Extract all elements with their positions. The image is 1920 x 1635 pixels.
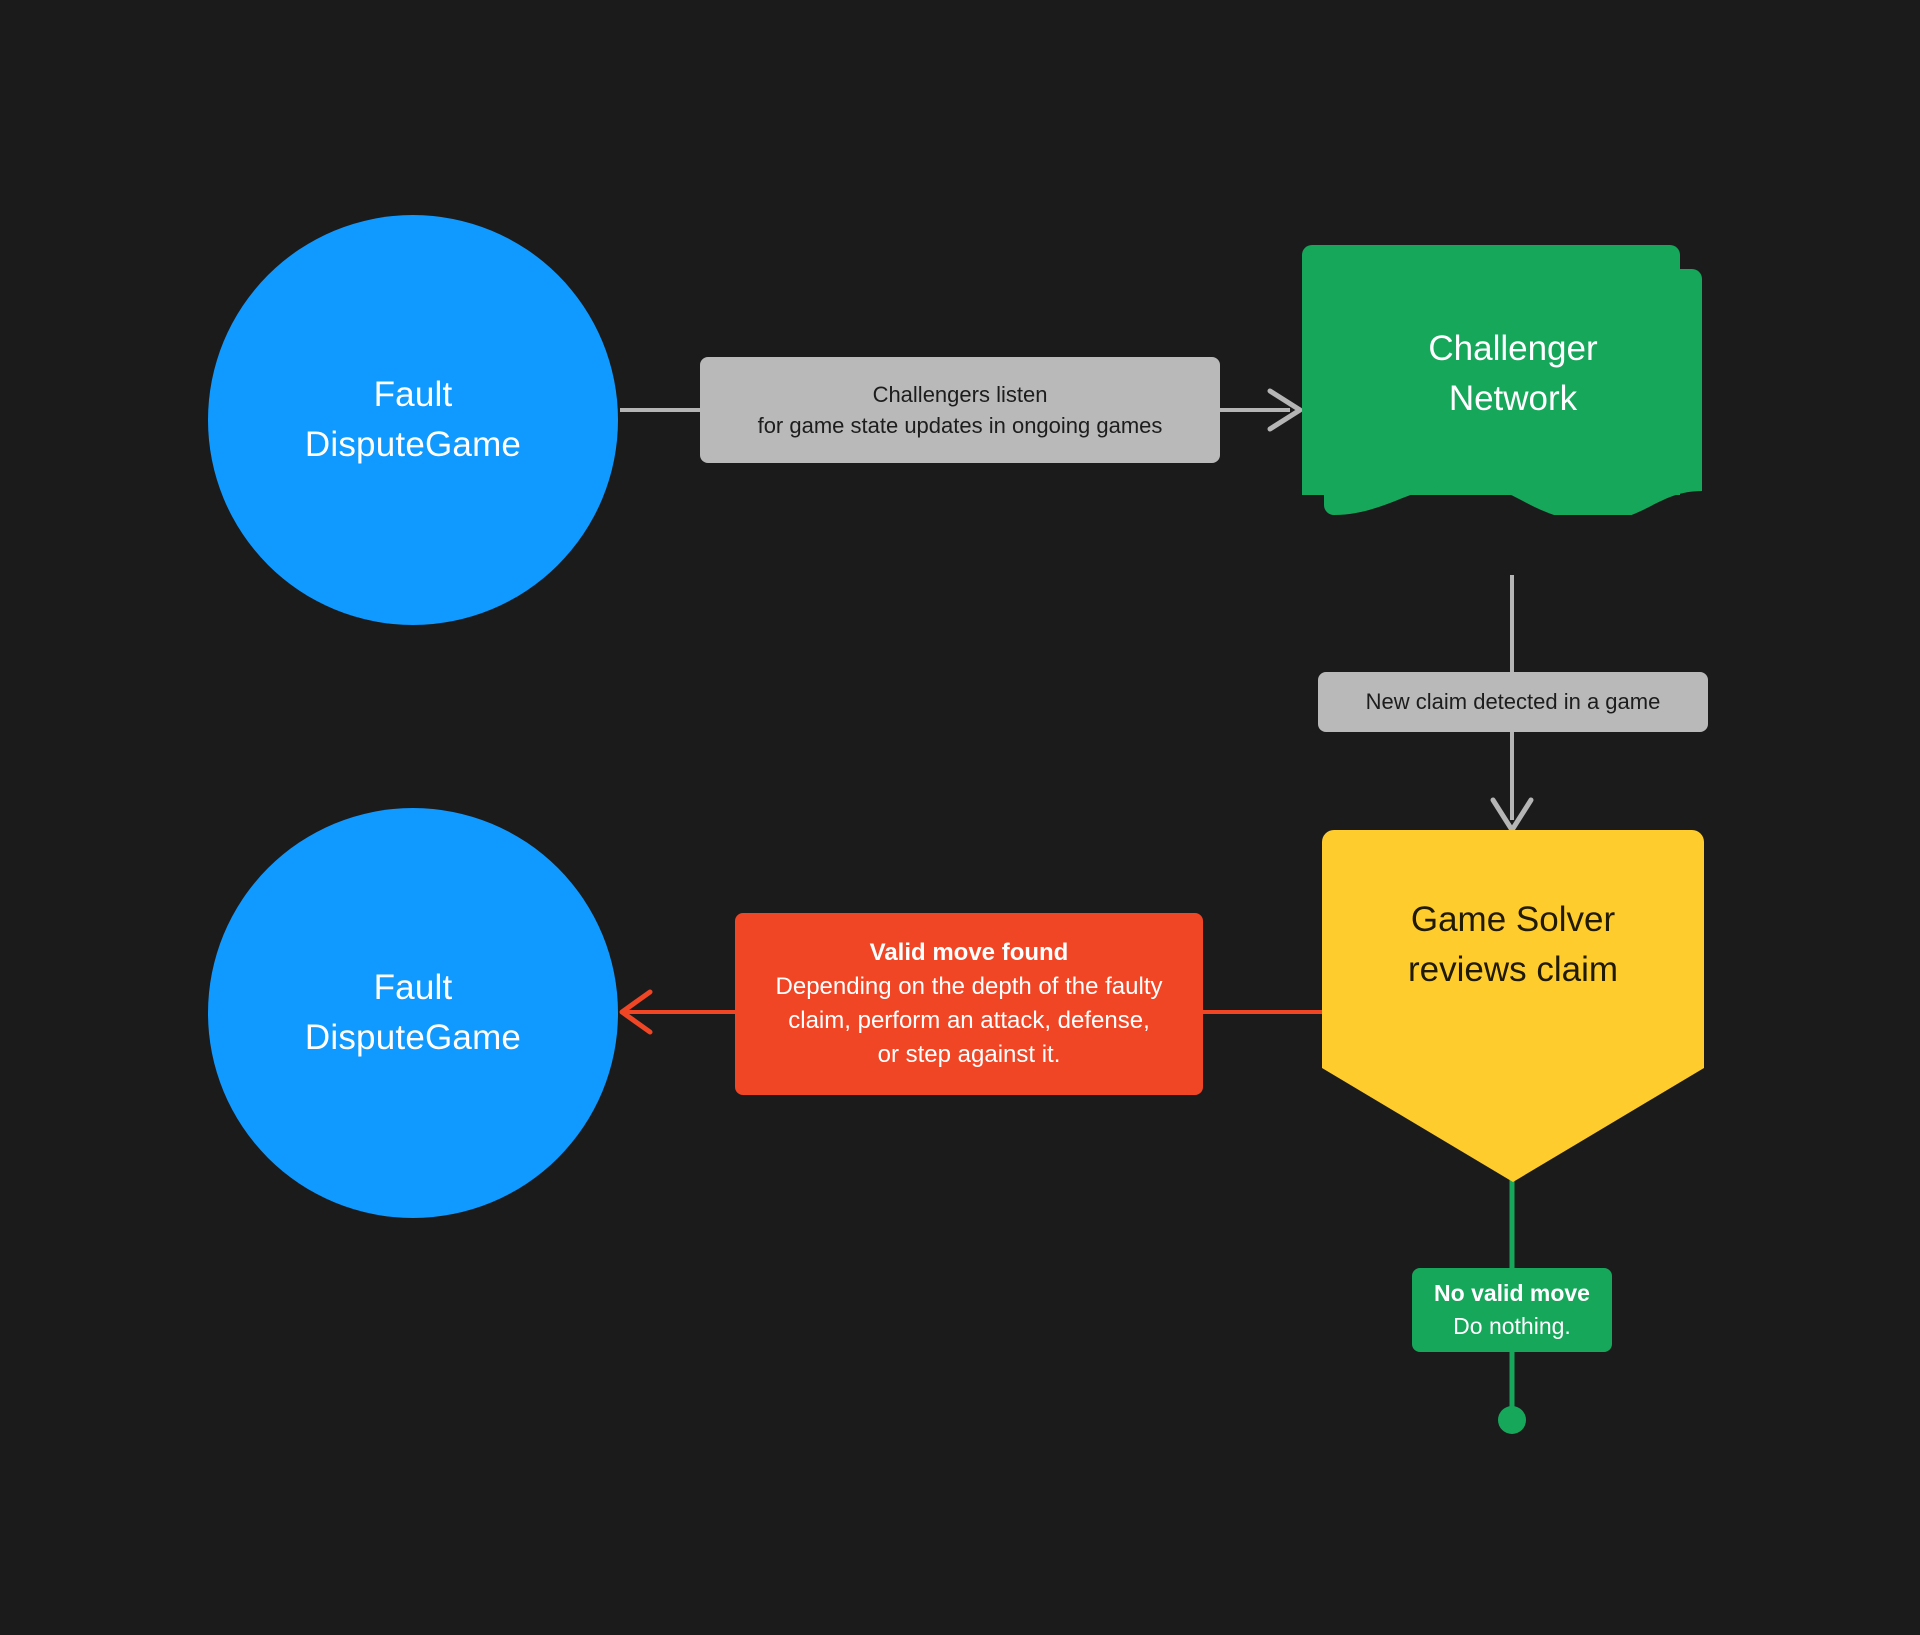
node-label-line1: Game Solver [1410, 900, 1616, 940]
node-label: Fault DisputeGame [305, 963, 521, 1062]
node-challenger-network[interactable]: Challenger Network [1302, 245, 1702, 565]
edge-label-line1: Do nothing. [1453, 1313, 1571, 1339]
edge-label-line2: claim, perform an attack, defense, [788, 1007, 1150, 1034]
edge-label-title: Valid move found [869, 938, 1069, 966]
edge-label-line1: New claim detected in a game [1365, 689, 1661, 715]
arrowhead-right-icon [1267, 388, 1303, 432]
node-game-solver[interactable]: Game Solver reviews claim [1322, 830, 1704, 1182]
edge-label-line1: Challengers listen [872, 381, 1048, 407]
edge-label-title: No valid move [1434, 1280, 1590, 1307]
node-label-line2: Network [1448, 379, 1578, 418]
edge-label-challengers-listen: Challengers listen for game state update… [700, 357, 1220, 463]
node-label-line1: Fault [373, 968, 453, 1008]
node-label-line1: Fault [373, 375, 453, 415]
document-front-card-icon [1324, 269, 1702, 515]
edge-label-no-valid-move: No valid move Do nothing. [1412, 1268, 1612, 1352]
arrowhead-left-icon [619, 989, 653, 1035]
edge-label-new-claim-detected: New claim detected in a game [1318, 672, 1708, 732]
end-terminal-dot [1498, 1406, 1526, 1434]
node-label-line2: reviews claim [1407, 950, 1619, 989]
edge-label-valid-move-found: Valid move found Depending on the depth … [735, 913, 1203, 1095]
edge-label-line1: Depending on the depth of the faulty [775, 972, 1163, 1000]
node-fault-dispute-game-top[interactable]: Fault DisputeGame [208, 215, 618, 625]
arrowhead-down-icon [1490, 797, 1534, 833]
node-label-line1: Challenger [1428, 329, 1598, 369]
edge-label-line2: for game state updates in ongoing games [757, 413, 1163, 438]
node-label-line2: DisputeGame [304, 425, 522, 464]
node-label: Challenger Network [1324, 269, 1702, 479]
node-fault-dispute-game-bottom[interactable]: Fault DisputeGame [208, 808, 618, 1218]
node-label-line2: DisputeGame [304, 1018, 522, 1057]
node-label: Fault DisputeGame [305, 370, 521, 469]
node-label: Game Solver reviews claim [1322, 830, 1704, 1060]
edge-label-line3: or step against it. [877, 1041, 1061, 1069]
